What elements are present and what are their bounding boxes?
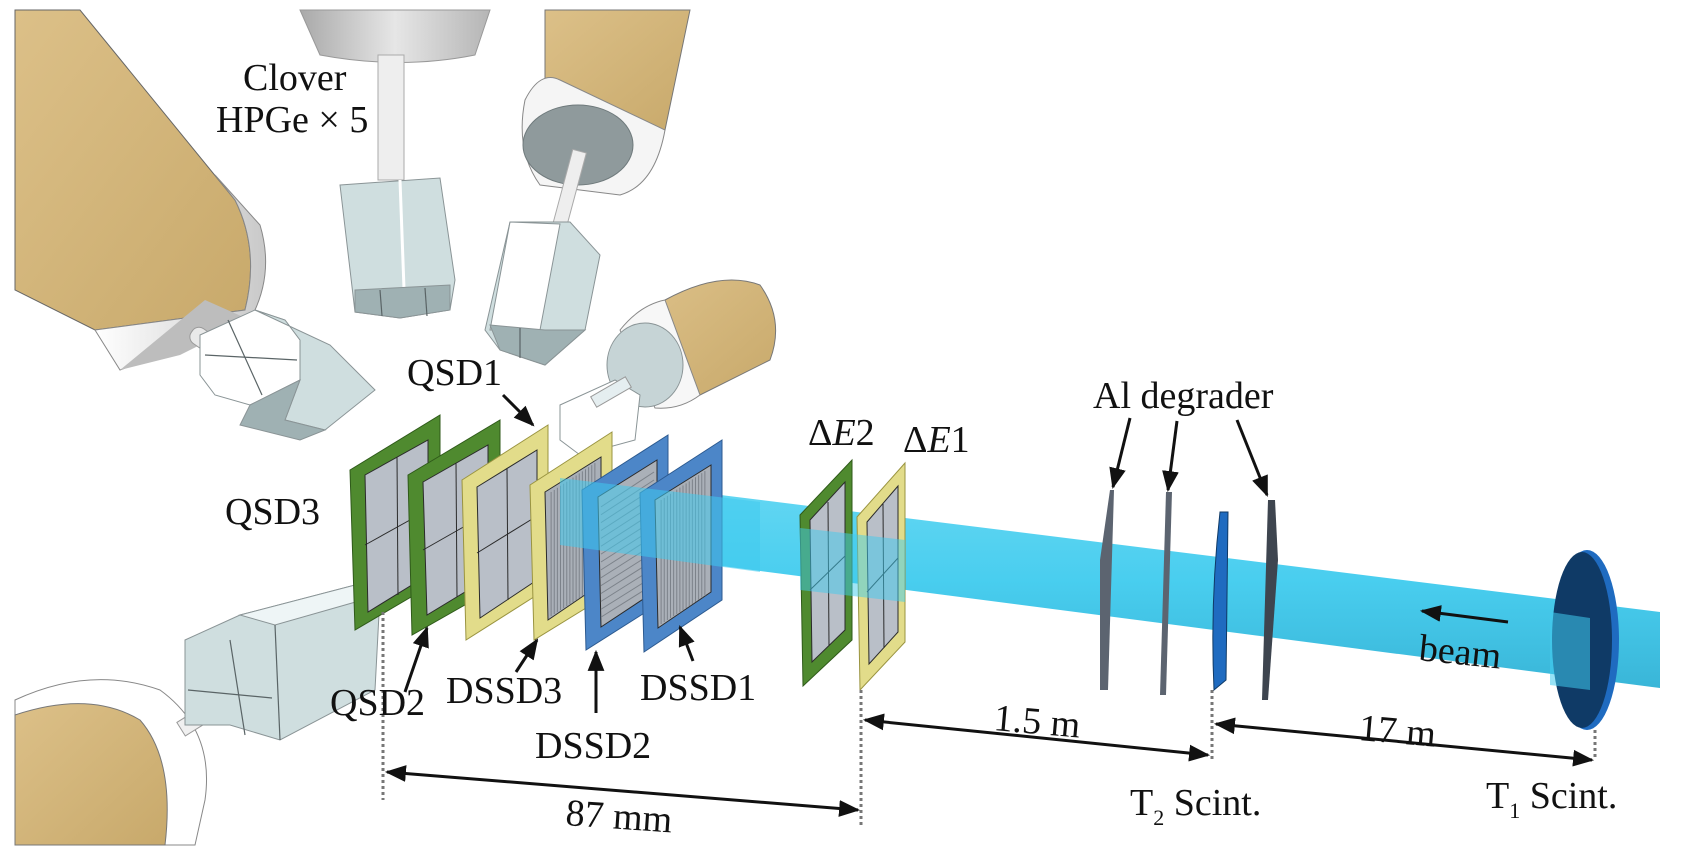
al-degrader-2 xyxy=(1160,492,1172,695)
label-dssd2: DSSD2 xyxy=(535,725,651,767)
label-t1-rest: Scint. xyxy=(1520,775,1617,817)
label-al-degrader: Al degrader xyxy=(1093,375,1274,417)
arrow-degrader-2 xyxy=(1162,420,1179,493)
hpge-detector-top-center xyxy=(299,9,491,319)
label-t1-scint: T1 Scint. xyxy=(1486,775,1617,823)
label-t2-T: T xyxy=(1130,782,1153,824)
label-distance-17m: 17 m xyxy=(1357,707,1437,756)
dimension-17m xyxy=(1213,717,1595,767)
label-delta-e2-num: 2 xyxy=(856,412,875,454)
label-delta-e1-num: 1 xyxy=(951,419,970,461)
arrow-degrader-3 xyxy=(1235,419,1269,497)
beam-overlay-de xyxy=(800,528,905,602)
label-qsd2: QSD2 xyxy=(330,682,425,724)
hpge-detector-mid-right xyxy=(559,279,777,456)
label-delta-e1-delta: Δ xyxy=(903,419,927,461)
clover-crystal-bottom xyxy=(184,584,382,741)
label-arrows xyxy=(384,393,1595,817)
hpge-detector-bottom-left xyxy=(14,584,382,846)
clover-crystal-right xyxy=(484,221,601,366)
label-clover-line2: HPGe × 5 xyxy=(216,99,368,141)
label-delta-e2: ΔE2 xyxy=(808,412,875,454)
clover-crystal-center xyxy=(339,177,456,319)
label-delta-e1: ΔE1 xyxy=(903,419,970,461)
hpge-detector-top-right xyxy=(484,9,691,366)
label-delta-e2-e: E xyxy=(831,412,855,454)
label-qsd3: QSD3 xyxy=(225,491,320,533)
al-degrader-3 xyxy=(1262,500,1278,700)
label-delta-e2-delta: Δ xyxy=(808,412,832,454)
clover-crystal-left xyxy=(199,309,376,441)
label-distance-87mm: 87 mm xyxy=(564,792,673,841)
arrow-qsd2 xyxy=(403,626,429,693)
t2-scintillator xyxy=(1212,511,1229,692)
arrow-degrader-1 xyxy=(1109,417,1132,490)
label-clover-line1: Clover xyxy=(243,57,347,99)
dimension-1-5m xyxy=(862,713,1211,762)
label-distance-1-5m: 1.5 m xyxy=(992,697,1082,746)
label-beam: beam xyxy=(1417,627,1503,677)
label-qsd1: QSD1 xyxy=(407,352,502,394)
label-delta-e1-e: E xyxy=(926,419,950,461)
t1-scintillator xyxy=(1550,550,1619,730)
arrow-dssd3 xyxy=(514,638,539,673)
label-t2-scint: T2 Scint. xyxy=(1130,782,1261,830)
beam-overlay xyxy=(560,478,760,572)
label-t2-rest: Scint. xyxy=(1164,782,1261,824)
label-t1-sub: 1 xyxy=(1509,798,1520,823)
arrow-qsd1 xyxy=(501,393,535,427)
label-t1-T: T xyxy=(1486,775,1509,817)
beam-direction-arrow xyxy=(1419,605,1509,624)
al-degrader-1 xyxy=(1100,490,1114,690)
arrow-dssd1 xyxy=(678,625,695,662)
dimension-87mm xyxy=(384,765,861,817)
label-dssd1: DSSD1 xyxy=(640,667,756,709)
label-t2-sub: 2 xyxy=(1153,805,1164,830)
hpge-detector-top-left xyxy=(14,9,376,441)
label-dssd3: DSSD3 xyxy=(446,670,562,712)
